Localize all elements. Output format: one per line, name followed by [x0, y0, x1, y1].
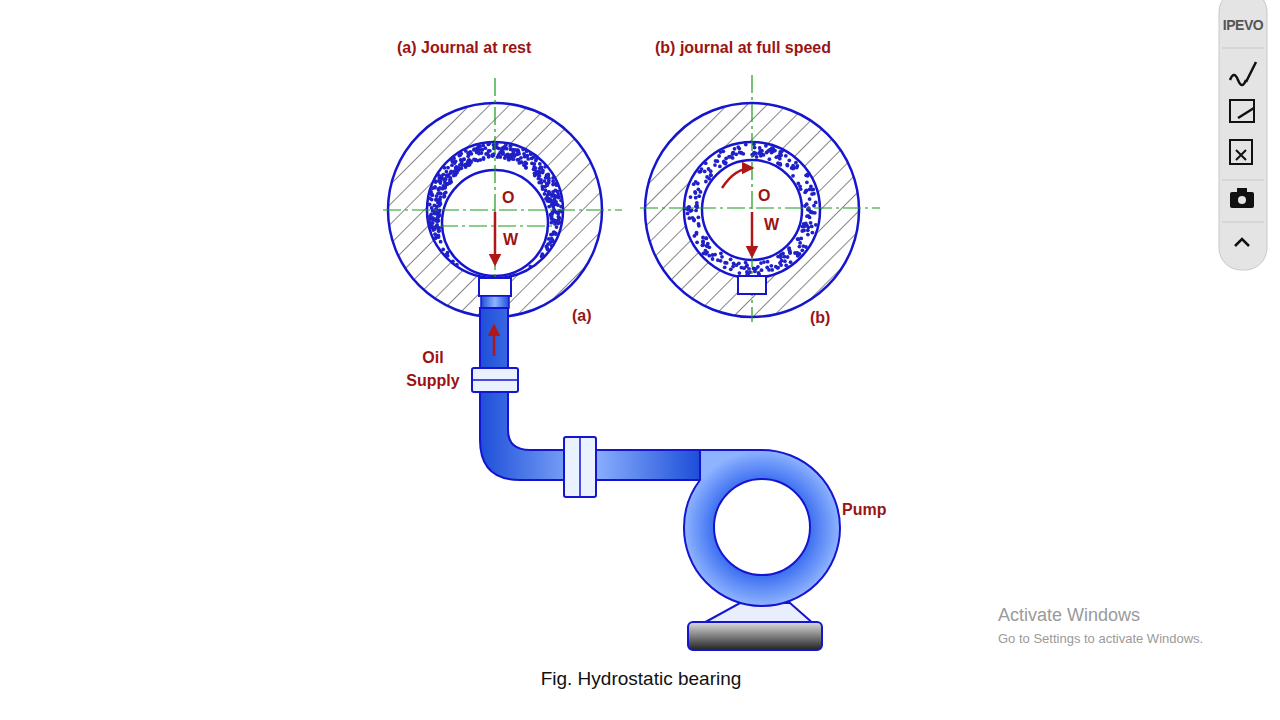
toolbar — [1219, 0, 1267, 270]
bearing-a — [383, 78, 622, 317]
figure-caption: Fig. Hydrostatic bearing — [541, 668, 742, 691]
pump-label: Pump — [842, 500, 886, 519]
load-label: W — [503, 230, 518, 249]
bearing-b — [640, 75, 880, 322]
toolbar-brand: IPEVO — [1223, 17, 1263, 34]
centre-label: O — [758, 186, 770, 205]
oil-pipe — [472, 296, 700, 497]
watermark: Activate Windows — [998, 605, 1140, 627]
view-title: (b) journal at full speed — [655, 38, 831, 57]
watermark: Go to Settings to activate Windows. — [998, 631, 1203, 647]
oil-supply-label: Oil Supply — [398, 346, 468, 392]
view-title: (a) Journal at rest — [397, 38, 531, 57]
figure-tag: (b) — [810, 308, 830, 327]
pump — [684, 450, 840, 650]
load-label: W — [764, 215, 779, 234]
centre-label: O — [502, 188, 514, 207]
figure-tag: (a) — [572, 306, 592, 325]
